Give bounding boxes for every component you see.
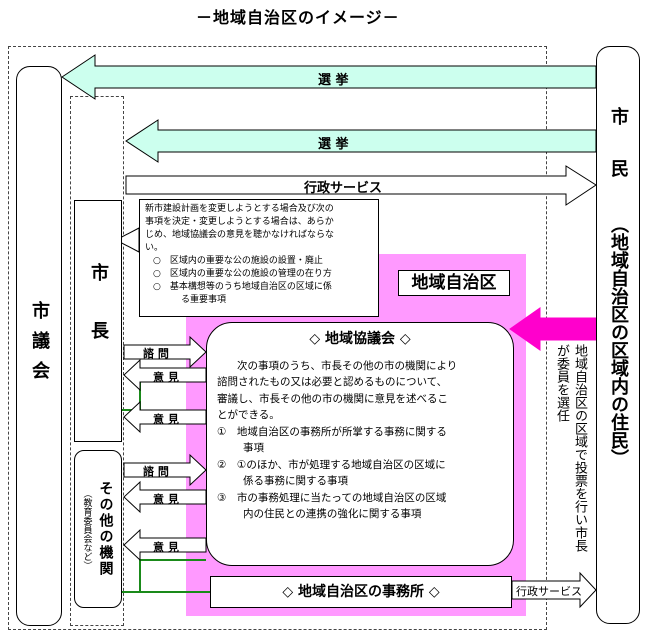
citizens-label: 市民 [608, 107, 629, 211]
opinion-label-1: 意 見 [153, 371, 179, 384]
callout-line-2: 事項を決定・変更しようとする場合は、あらか [145, 217, 334, 227]
other-bodies-label: その他の機関 [97, 481, 114, 577]
opinion-arrow-1 [123, 358, 207, 392]
callout-line-1: 新市建設計画を変更しようとする場合及び次の [145, 204, 334, 214]
consult-label-2: 諮 問 [143, 465, 169, 478]
council-item-2b: 係る事務に関する事項 [243, 475, 348, 487]
office-service-label: 行政サービス [516, 585, 582, 598]
opinion-label-4: 意 見 [153, 541, 179, 554]
admin-service-label: 行政サービス [304, 181, 383, 196]
office-service-arrow [511, 571, 597, 609]
council-item-3b: 内の住民との連携の強化に関する事項 [243, 508, 422, 520]
city-council-box: 市議会 [16, 66, 62, 626]
callout-item-2: ○ 区域内の重要な公の施設の管理の在り方 [153, 269, 332, 279]
consult-arrow-1 [123, 335, 207, 369]
consult-arrow-2 [123, 453, 207, 487]
council-para-2: 諮問されたもの又は必要と認めるものについて、 [217, 376, 448, 388]
council-item-2a: ② ①のほか、市が処理する地域自治区の区域に [217, 458, 446, 471]
opinion-label-3: 意 見 [153, 493, 179, 506]
regional-council-box: ◇ 地域協議会 ◇ 次の事項のうち、市長その他の市の機関により 諮問されたもの又… [206, 322, 514, 566]
council-item-3a: ③ 市の事務処理に当たっての地域自治区の区域 [217, 491, 447, 504]
admin-service-arrow [125, 165, 597, 206]
opinion-arrow-4 [123, 528, 207, 562]
appointment-note-text: 地域自治区の区域で投票を行い市長が委員を選任 [554, 344, 587, 552]
other-bodies-box: その他の機関 （教育委員会など） [74, 450, 122, 608]
council-para-4: とができる。 [217, 409, 280, 421]
executive-frame [70, 96, 124, 626]
opinion-arrow-3 [123, 480, 207, 514]
council-para-1: 次の事項のうち、市長その他の市の機関により [237, 359, 458, 372]
page-title: －地域自治区のイメージ－ [196, 8, 400, 27]
election-label-1: 選 挙 [318, 73, 349, 88]
city-council-label: 市議会 [29, 301, 50, 391]
election-label-2: 選 挙 [318, 137, 349, 152]
green-line-other [122, 559, 206, 593]
mayor-label: 市長 [88, 263, 109, 379]
election-arrow-2 [125, 119, 597, 163]
callout-item-1: ○ 区域内の重要な公の施設の設置・廃止 [153, 256, 323, 266]
council-item-1a: ① 地域自治区の事務所が所掌する事務に関する [217, 425, 447, 438]
callout-item-3a: ○ 基本構想等のうち地域自治区の区域に係 [153, 282, 332, 292]
mayor-callout: 新市建設計画を変更しようとする場合及び次の 事項を決定・変更しようとする場合は、… [139, 199, 379, 317]
appointment-arrow [509, 307, 597, 351]
opinion-label-2: 意 見 [153, 413, 179, 426]
callout-line-3: じめ、地域協議会の意見を聴かなければならな [145, 230, 335, 240]
opinion-arrow-2 [123, 400, 207, 434]
council-para-3: 審議し、市長その他の市の機関に意見を述べるこ [217, 392, 448, 405]
citizens-sub-label: （地域自治区の区域内の住民） [608, 215, 629, 467]
council-item-1b: 事項 [243, 442, 264, 454]
regional-council-title: ◇ 地域協議会 ◇ [309, 331, 411, 347]
regional-area-label: 地域自治区 [398, 270, 510, 296]
mayor-box: 市長 [74, 200, 122, 442]
other-bodies-note: （教育委員会など） [81, 488, 92, 570]
consult-label-1: 諮 問 [143, 347, 169, 360]
regional-office-box: ◇ 地域自治区の事務所 ◇ [210, 576, 512, 608]
appointment-note: 地域自治区の区域で投票を行い市長が委員を選任 [552, 344, 592, 574]
callout-item-3b: る重要事項 [181, 295, 227, 305]
citizens-box: 市民 （地域自治区の区域内の住民） [596, 46, 640, 624]
callout-line-4: い。 [145, 243, 164, 253]
